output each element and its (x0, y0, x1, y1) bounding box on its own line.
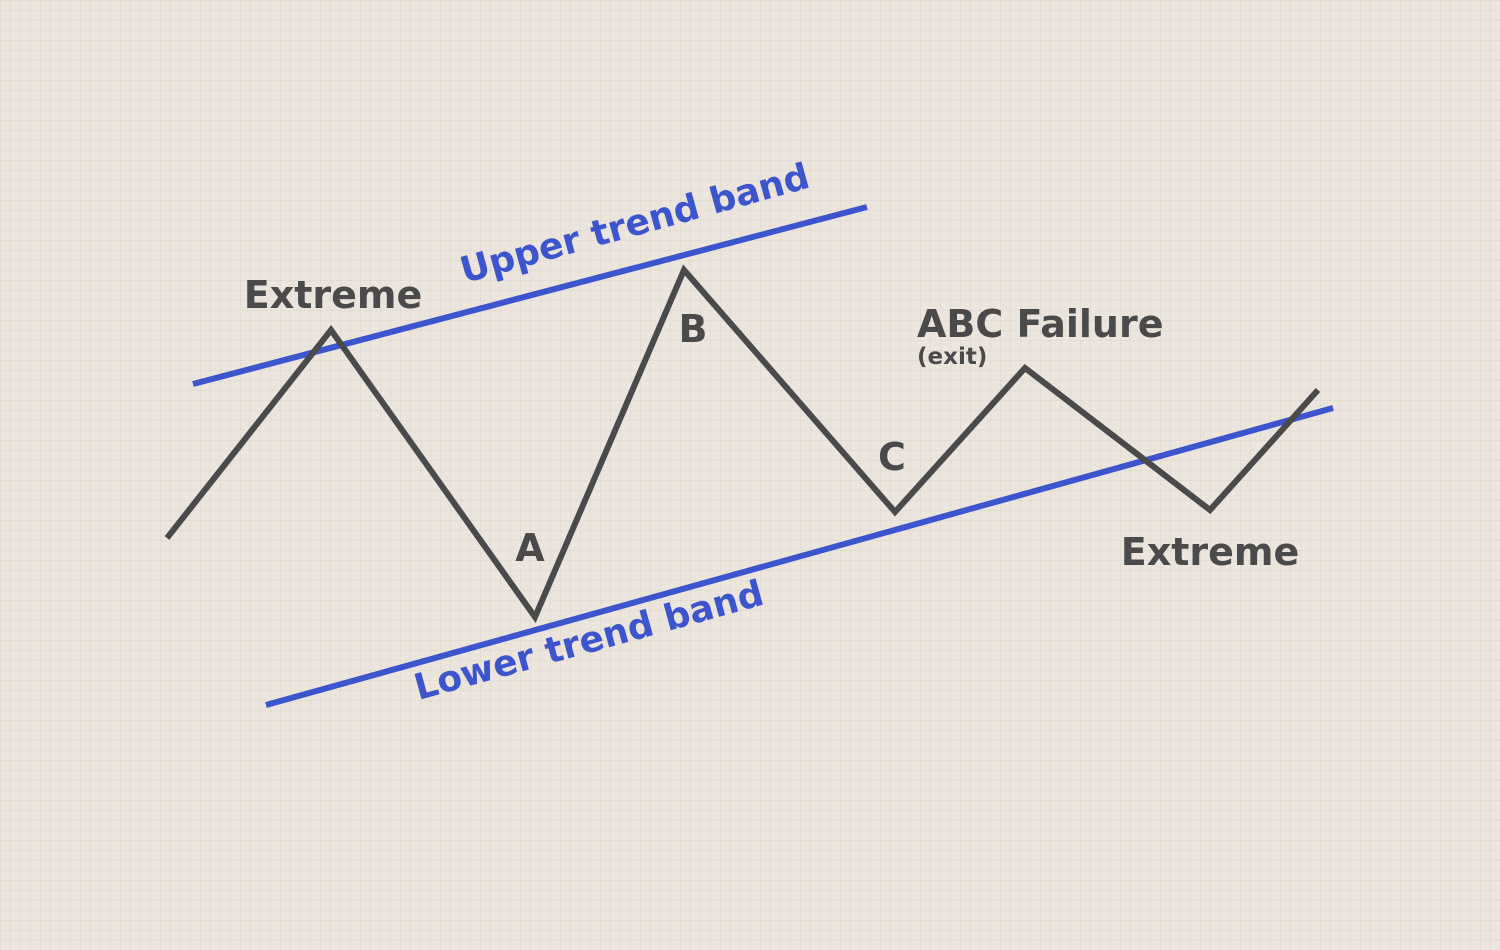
point-a-label: A (515, 526, 545, 570)
upper-trend-band-line (192, 204, 868, 387)
abc-failure-label: ABC Failure (917, 302, 1163, 346)
lower-trend-band-line (265, 405, 1334, 708)
upper-trend-band-label: Upper trend band (456, 156, 814, 292)
point-c-label: C (878, 435, 906, 479)
abc-failure-note: (exit) (917, 344, 987, 370)
extreme-right-label: Extreme (1121, 530, 1300, 574)
extreme-left-label: Extreme (244, 273, 423, 317)
point-b-label: B (679, 307, 708, 351)
lower-trend-band-label: Lower trend band (410, 573, 768, 709)
price-zigzag-line (164, 264, 1321, 624)
